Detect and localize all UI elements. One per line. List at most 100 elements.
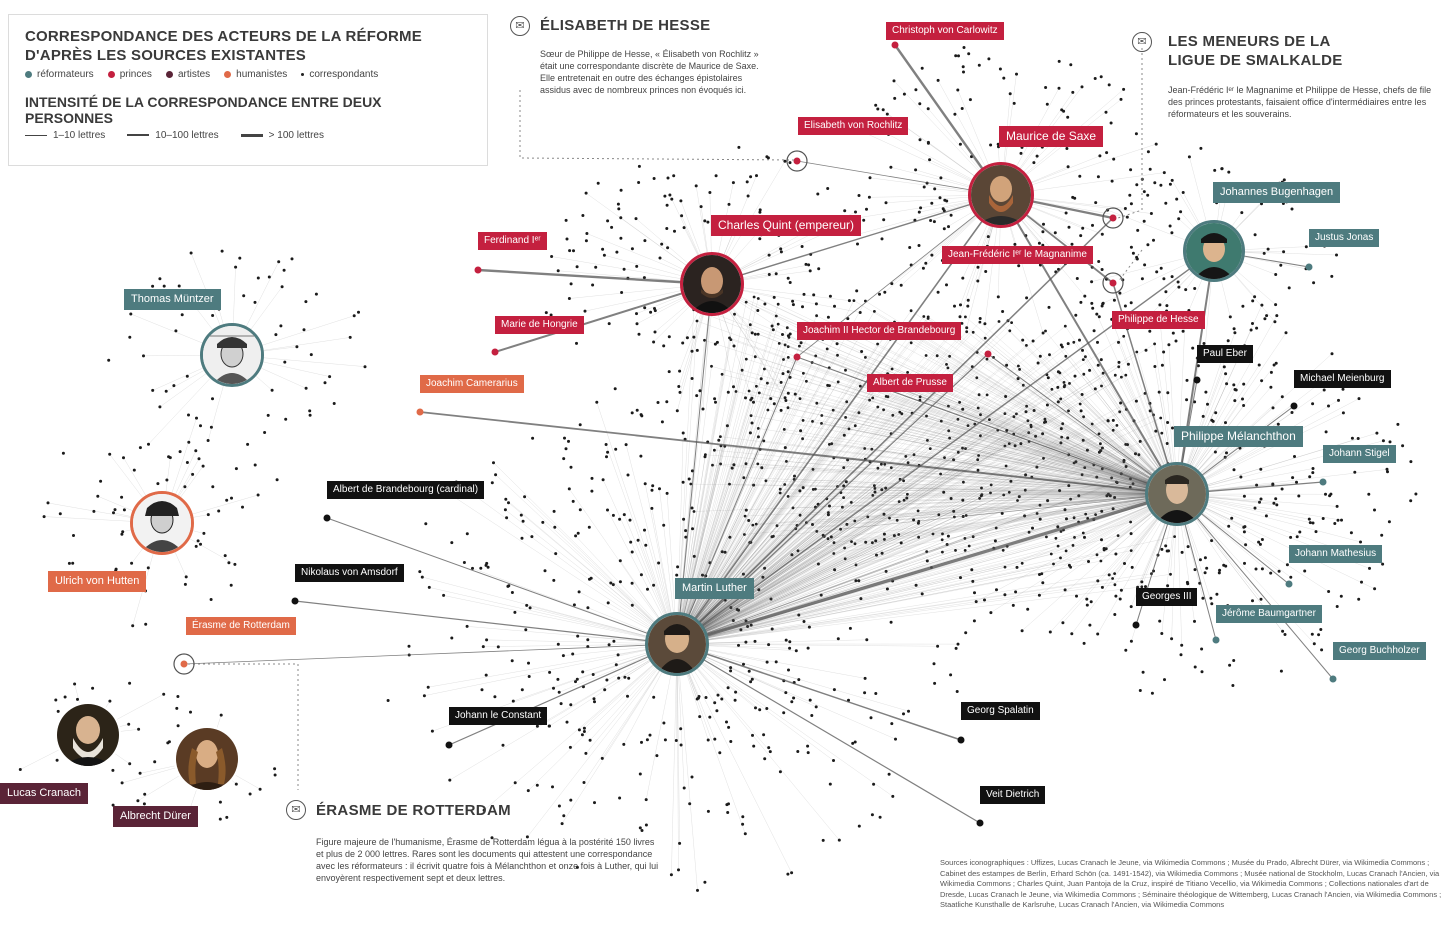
correspondent-dot (744, 508, 748, 512)
label-hutten[interactable]: Ulrich von Hutten (48, 571, 147, 592)
correspondent-dot (1329, 492, 1333, 496)
correspondent-dot (796, 750, 800, 753)
correspondent-dot (832, 759, 835, 762)
correspondent-dot (918, 102, 922, 106)
label-muntzer[interactable]: Thomas Müntzer (124, 289, 221, 310)
correspondent-dot (585, 232, 589, 235)
label-jerome-baumgartner[interactable]: Jérôme Baumgartner (1216, 605, 1322, 623)
portrait-charles-quint[interactable] (680, 252, 744, 316)
portrait-bugenhagen[interactable] (1183, 220, 1245, 282)
shared-edge (676, 432, 1029, 645)
label-durer[interactable]: Albrecht Dürer (113, 806, 198, 827)
correspondent-dot (854, 563, 858, 567)
label-ferdinand[interactable]: Ferdinand Iᵉʳ (478, 232, 547, 250)
person-point-correspondent (445, 741, 453, 749)
label-camerarius[interactable]: Joachim Camerarius (420, 375, 524, 393)
shared-edge (784, 484, 1178, 495)
label-elisabeth-rochlitz[interactable]: Elisabeth von Rochlitz (798, 117, 909, 135)
portrait-melanchthon[interactable] (1145, 462, 1209, 526)
person-point-prince (1109, 214, 1117, 222)
shared-edge (676, 516, 868, 645)
portrait-cranach[interactable] (55, 702, 121, 768)
portrait-muntzer[interactable] (200, 323, 264, 387)
label-bugenhagen[interactable]: Johannes Bugenhagen (1213, 182, 1341, 203)
correspondent-dot (962, 70, 965, 74)
correspondent-dot (978, 317, 982, 320)
label-johann-mathesius[interactable]: Johann Mathesius (1289, 545, 1383, 563)
correspondent-dot (184, 575, 188, 579)
label-jean-frederic[interactable]: Jean-Frédéric Iᵉʳ le Magnanime (942, 246, 1093, 264)
label-maurice-de-saxe[interactable]: Maurice de Saxe (999, 126, 1104, 147)
shared-edge (676, 443, 1101, 645)
label-georg-buchholzer[interactable]: Georg Buchholzer (1333, 642, 1426, 660)
correspondent-dot (594, 265, 598, 269)
correspondent-dot (189, 251, 193, 255)
correspondent-dot (284, 417, 288, 421)
correspondent-dot (1357, 397, 1361, 401)
correspondent-dot (507, 501, 510, 505)
correspondent-dot (1097, 260, 1101, 263)
correspondent-dot (557, 804, 561, 808)
correspondent-dot (1082, 415, 1085, 419)
label-carlowitz[interactable]: Christoph von Carlowitz (886, 22, 1004, 40)
correspondent-dot (784, 691, 788, 695)
correspondent-dot (816, 192, 820, 196)
correspondent-dot (1177, 217, 1181, 221)
label-albert-de-brandebourg[interactable]: Albert de Brandebourg (cardinal) (327, 481, 485, 499)
correspondent-dot (1070, 242, 1074, 246)
correspondent-dot (622, 513, 626, 517)
correspondent-dot (644, 543, 648, 547)
portrait-durer[interactable] (174, 726, 240, 792)
callout-dashed-lines (188, 48, 1143, 790)
correspondent-dot (763, 367, 766, 371)
label-albert-de-prusse[interactable]: Albert de Prusse (867, 374, 953, 392)
correspondent-dot (575, 677, 579, 681)
label-paul-eber[interactable]: Paul Eber (1197, 345, 1253, 363)
label-philippe-de-hesse[interactable]: Philippe de Hesse (1112, 311, 1205, 329)
label-justus-jonas[interactable]: Justus Jonas (1309, 229, 1380, 247)
shared-edge (891, 325, 1178, 495)
correspondent-dot (490, 836, 494, 840)
portrait-maurice-de-saxe[interactable] (968, 162, 1034, 228)
correspondent-dot (1056, 400, 1060, 404)
shared-edge (840, 493, 1178, 530)
shared-edge (676, 494, 908, 645)
correspondent-dot (660, 420, 664, 424)
correspondent-dot (956, 417, 960, 421)
label-michael-meienburg[interactable]: Michael Meienburg (1294, 370, 1391, 388)
portrait-luther[interactable] (645, 612, 709, 676)
shared-edge (676, 423, 1093, 645)
label-erasme[interactable]: Érasme de Rotterdam (186, 617, 296, 635)
correspondent-dot (971, 535, 975, 539)
correspondent-dot (1128, 485, 1132, 489)
label-joachim-ii[interactable]: Joachim II Hector de Brandebourg (797, 322, 962, 340)
correspondent-dot (1114, 552, 1118, 556)
label-veit-dietrich[interactable]: Veit Dietrich (980, 786, 1046, 804)
correspondent-dot (857, 194, 861, 197)
shared-edge (676, 407, 789, 645)
shared-edge (806, 493, 1178, 523)
label-cranach[interactable]: Lucas Cranach (0, 783, 88, 804)
label-marie-de-hongrie[interactable]: Marie de Hongrie (495, 316, 584, 334)
correspondent-dot (1185, 398, 1189, 402)
label-charles-quint[interactable]: Charles Quint (empereur) (711, 215, 862, 236)
correspondent-dot (1053, 231, 1057, 235)
correspondent-dot (1129, 605, 1133, 609)
label-johann-le-constant[interactable]: Johann le Constant (449, 707, 548, 725)
correspondent-dot (1166, 421, 1170, 424)
label-georg-spalatin[interactable]: Georg Spalatin (961, 702, 1040, 720)
label-luther[interactable]: Martin Luther (675, 578, 754, 599)
label-nikolaus-von-amsdorf[interactable]: Nikolaus von Amsdorf (295, 564, 404, 582)
correspondent-dot (1129, 549, 1133, 552)
label-georges-iii[interactable]: Georges III (1136, 588, 1198, 606)
correspondent-dot (617, 207, 621, 211)
correspondent-dot (1193, 665, 1197, 669)
correspondent-dot (961, 498, 965, 502)
correspondent-dot (844, 368, 847, 372)
correspondent-dot (1308, 475, 1312, 479)
label-johann-stigel[interactable]: Johann Stigel (1323, 445, 1396, 463)
shared-edge (889, 375, 1178, 495)
portrait-hutten[interactable] (130, 491, 194, 555)
correspondent-dot (798, 489, 802, 493)
label-melanchthon[interactable]: Philippe Mélanchthon (1174, 426, 1303, 447)
